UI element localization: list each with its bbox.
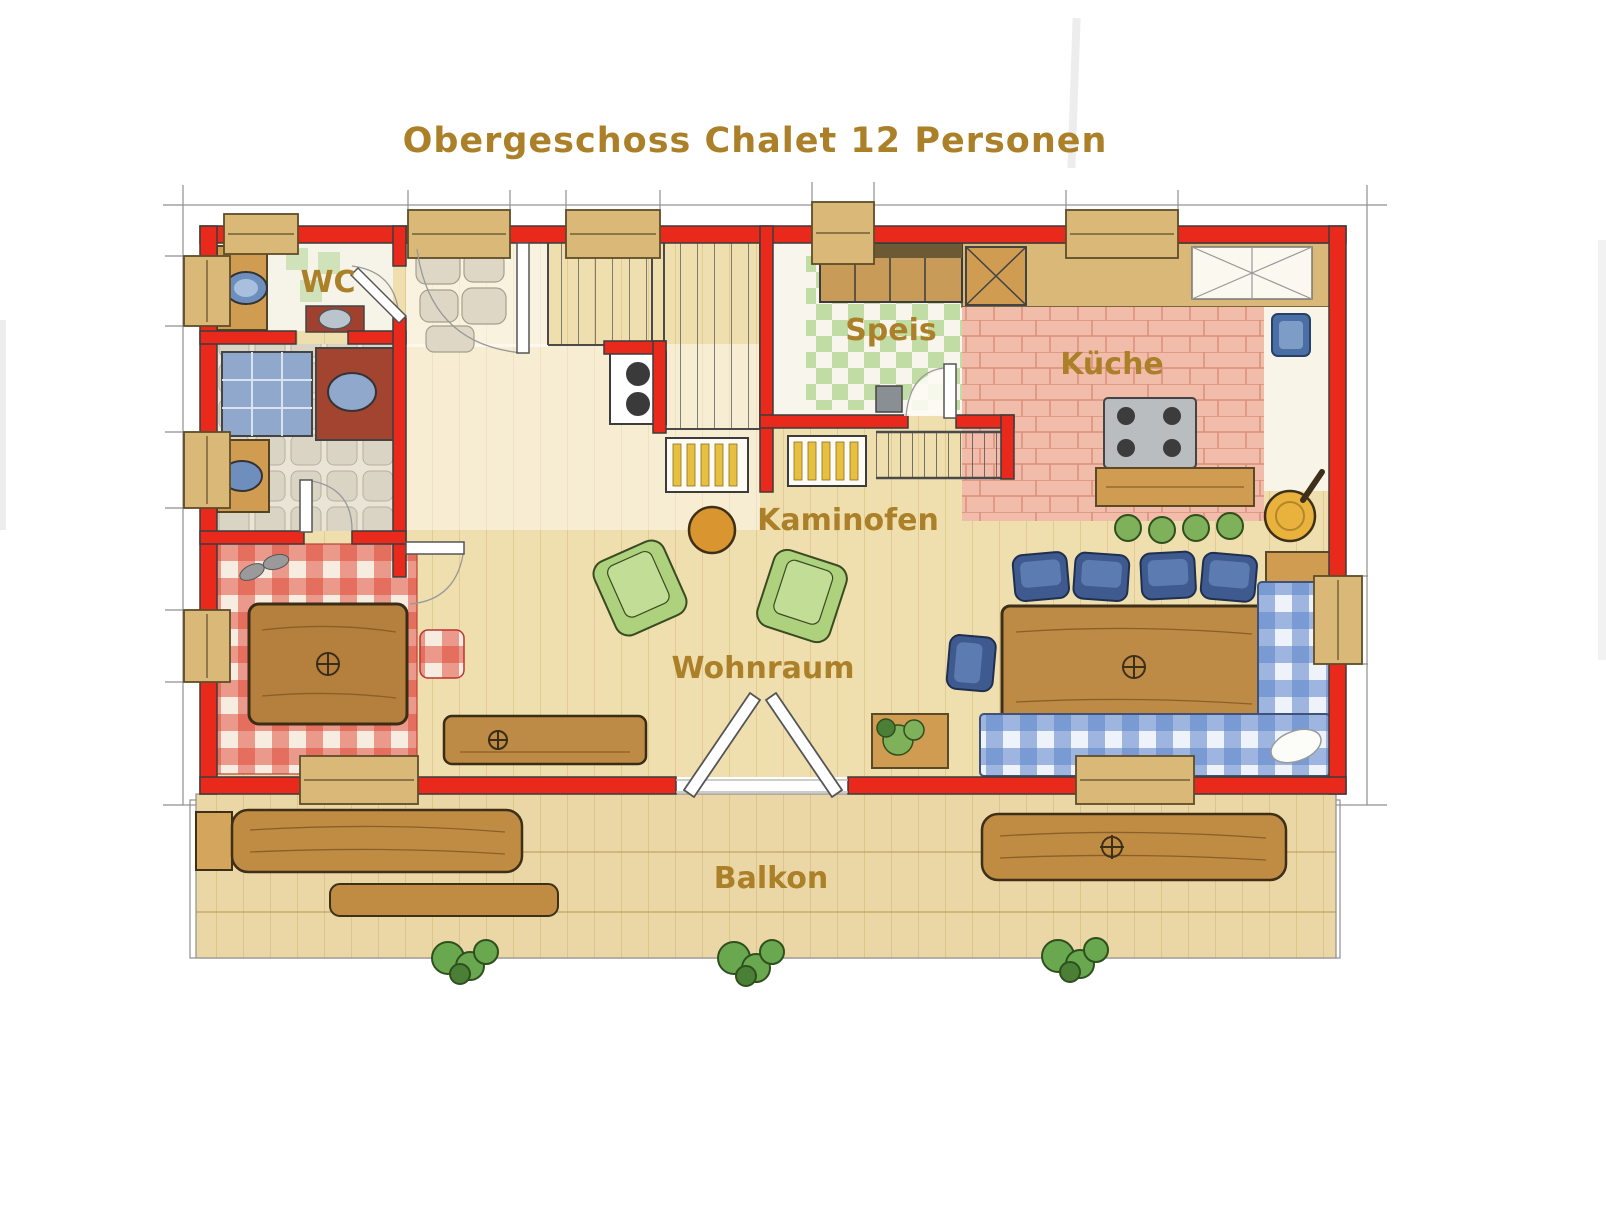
bath-sink: [315, 347, 395, 441]
wc-toilet: [224, 271, 268, 305]
dining-chair-4: [1199, 551, 1258, 603]
armchair-2: [756, 548, 848, 644]
plant-box: [871, 713, 949, 769]
dining-table: [1000, 604, 1268, 730]
label-kueche: Küche: [1060, 347, 1164, 382]
doors: [299, 242, 957, 799]
kitchen-sink: [1271, 313, 1311, 357]
speis-box: [875, 385, 903, 413]
label-speis: Speis: [845, 313, 937, 348]
bedroom-table: [247, 602, 409, 726]
wc-sink: [305, 305, 365, 333]
dining-chair-2: [1072, 551, 1131, 602]
speis-door-arc: [905, 367, 945, 417]
label-balkon: Balkon: [714, 861, 829, 896]
doormat-2: [787, 435, 867, 487]
bush-right: [1041, 937, 1109, 983]
kaminofen-stove: [687, 505, 737, 555]
label-wc: WC: [300, 265, 355, 300]
plant-pots: [1114, 512, 1244, 544]
speis-door-wedge: [904, 368, 956, 416]
page-title: Obergeschoss Chalet 12 Personen: [403, 121, 1108, 161]
stair-railing: [876, 430, 1012, 480]
yellow-pan: [1263, 469, 1325, 543]
balcony-table-left: [230, 808, 524, 874]
kitchen-counter: [1095, 467, 1255, 507]
balcony: [195, 793, 1337, 987]
windows: [183, 201, 1363, 805]
dining-chair-5: [945, 634, 997, 693]
bush-left: [431, 939, 499, 985]
closet-door-arc: [416, 248, 524, 354]
speis-door-leaf: [943, 363, 957, 419]
closet-stones: [415, 249, 507, 353]
chimney: [965, 246, 1027, 306]
label-wohnraum: Wohnraum: [671, 651, 854, 686]
scan-smudges: [0, 17, 1606, 660]
label-kaminofen: Kaminofen: [757, 503, 939, 538]
room-kitchen: [1095, 313, 1325, 544]
dining-chair-1: [1011, 551, 1070, 602]
bench: [442, 714, 648, 766]
balcony-table-right: [980, 812, 1288, 882]
balcony-side-table: [195, 811, 233, 871]
doormat-1: [665, 437, 749, 493]
hallway: [415, 243, 1012, 493]
balcony-door-leaf-left: [682, 691, 762, 799]
bath-door-arc: [305, 479, 353, 531]
bath-door-leaf: [299, 479, 313, 533]
room-bedroom: [216, 543, 465, 775]
slippers: [239, 553, 290, 581]
balcony-bench-left: [329, 883, 559, 917]
living-area: [442, 505, 1331, 777]
dining-chair-3: [1139, 550, 1197, 601]
stove: [1103, 397, 1197, 469]
labels: Obergeschoss Chalet 12 Personen WC Speis…: [300, 121, 1163, 896]
stairs: [547, 243, 761, 430]
bedroom-door-arc: [409, 547, 465, 605]
armchair-1: [592, 539, 688, 637]
balcony-door-leaf-right: [764, 691, 844, 799]
skylight: [1191, 246, 1313, 300]
wc-door-leaf: [349, 266, 408, 325]
pillow: [1270, 728, 1322, 764]
shower: [221, 351, 313, 437]
bush-center: [717, 939, 785, 987]
red-cushion: [419, 629, 465, 679]
closet-door-leaf: [516, 242, 530, 354]
bedroom-door-leaf: [405, 541, 465, 555]
